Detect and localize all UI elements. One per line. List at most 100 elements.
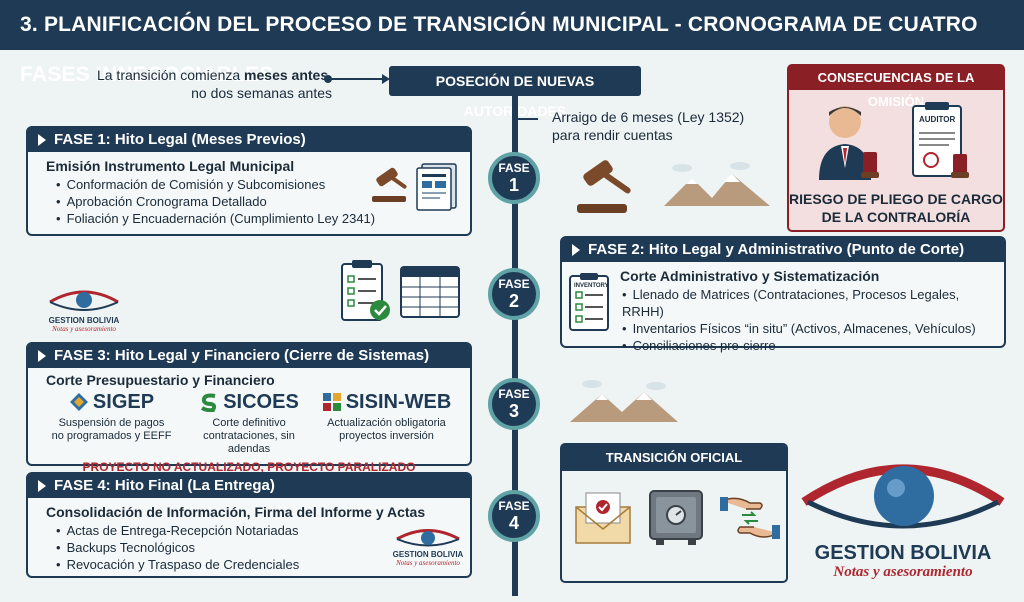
intro-text: La transición comienza	[96, 67, 245, 83]
service-desc-line: contrataciones, sin adendas	[203, 430, 295, 455]
consecuencias-label-line: RIESGO DE PLIEGO DE CARGO	[789, 191, 1003, 207]
arraigo-note: Arraigo de 6 meses (Ley 1352) para rendi…	[552, 108, 782, 144]
list-item: Revocación y Traspaso de Credenciales	[56, 556, 470, 573]
list-item: Conciliaciones pre-cierre	[622, 337, 1004, 354]
timeline-line	[512, 96, 518, 596]
phase-circle-3: FASE 3	[488, 378, 540, 430]
arrow-line	[328, 78, 386, 80]
sisin-logo-icon	[322, 393, 341, 411]
service-name: SICOES	[223, 390, 299, 413]
official-person-icon	[817, 102, 887, 182]
triangle-icon	[572, 244, 580, 257]
intro-note: La transición comienza meses antes, no d…	[70, 66, 332, 102]
fase1-card: FASE 1: Hito Legal (Meses Previos) Emisi…	[26, 126, 472, 236]
service-name: SISIN-WEB	[345, 390, 452, 413]
brand-tagline-small: Notas y asesoramiento	[396, 559, 460, 567]
consecuencias-header: CONSECUENCIAS DE LA OMISIÓN	[789, 66, 1003, 109]
safe-icon	[648, 489, 704, 547]
phase-circle-number: 2	[508, 290, 519, 311]
eye-icon	[801, 464, 1005, 529]
service-desc-line: Actualización obligatoria	[327, 417, 446, 429]
fase2-header: FASE 2: Hito Legal y Administrativo (Pun…	[562, 238, 1004, 262]
sigep-logo-icon	[69, 393, 88, 411]
fase2-card: FASE 2: Hito Legal y Administrativo (Pun…	[560, 236, 1006, 353]
document-icon	[414, 162, 460, 212]
fase4-header-text: FASE 4: Hito Final (La Entrega)	[54, 477, 275, 494]
phase-circle-label: FASE	[498, 276, 530, 291]
brand-name: GESTION BOLIVIA	[814, 542, 992, 564]
transicion-box: TRANSICIÓN OFICIAL	[560, 443, 788, 583]
list-item: Conformación de Comisión y Subcomisiones	[56, 176, 470, 193]
fase3-alert: PROYECTO NO ACTUALIZADO, PROYECTO PARALI…	[82, 460, 416, 474]
eye-icon	[396, 529, 460, 547]
gavel-icon	[368, 164, 412, 204]
phase-circle-label: FASE	[498, 160, 530, 175]
list-item: Backups Tecnológicos	[56, 539, 470, 556]
intro-emphasis: meses antes	[244, 67, 329, 83]
gavel-icon	[575, 158, 639, 216]
brand-logo-small: GESTION BOLIVIA Notas y asesoramiento	[388, 526, 468, 567]
envelope-icon	[574, 489, 632, 545]
list-item: Foliación y Encuadernación (Cumplimiento…	[56, 210, 470, 227]
phase-circle-2: FASE 2	[488, 268, 540, 320]
checklist-icon	[338, 258, 394, 324]
mountain-icon	[568, 376, 680, 426]
transicion-header: TRANSICIÓN OFICIAL	[562, 445, 786, 471]
service-desc-line: Corte definitivo	[212, 417, 286, 429]
fase2-header-text: FASE 2: Hito Legal y Administrativo (Pun…	[588, 241, 965, 258]
inventory-icon: INVENTORY	[568, 272, 612, 332]
fase4-subtitle: Consolidación de Información, Firma del …	[46, 504, 426, 520]
service-name: SIGEP	[92, 390, 155, 413]
triangle-icon	[38, 480, 46, 493]
service-desc-line: no programados y EEFF	[51, 430, 172, 442]
service-desc-line: proyectos inversión	[339, 430, 434, 442]
posesion-label: POSECIÓN DE NUEVAS AUTORIDADES	[389, 66, 641, 119]
eye-icon	[49, 290, 119, 311]
consecuencias-box: CONSECUENCIAS DE LA OMISIÓN	[787, 64, 1005, 232]
phase-circle-number: 1	[508, 174, 519, 195]
arrow-head	[382, 74, 390, 84]
fase4-list: Actas de Entrega-Recepción Notariadas Ba…	[56, 522, 470, 573]
sicoes-logo-icon	[201, 393, 217, 412]
phase-circle-4: FASE 4	[488, 490, 540, 542]
fase3-subtitle: Corte Presupuestario y Financiero	[46, 372, 275, 388]
triangle-icon	[38, 134, 46, 147]
brand-logo-small: GESTION BOLIVIA Notas y asesoramiento	[46, 286, 122, 333]
fase3-header-text: FASE 3: Hito Legal y Financiero (Cierre …	[54, 347, 430, 364]
brand-logo: GESTION BOLIVIA Notas y asesoramiento	[798, 450, 1008, 590]
brand-tagline: Notas y asesoramiento	[833, 564, 973, 580]
fase1-subtitle: Emisión Instrumento Legal Municipal	[46, 158, 295, 174]
service-desc-line: Suspensión de pagos	[58, 417, 165, 429]
list-item: Aprobación Cronograma Detallado	[56, 193, 470, 210]
auditor-label: AUDITOR	[919, 115, 956, 124]
fase3-card: FASE 3: Hito Legal y Financiero (Cierre …	[26, 342, 472, 474]
fase2-subtitle: Corte Administrativo y Sistematización	[620, 268, 880, 284]
arraigo-line-2: para rendir cuentas	[552, 127, 673, 143]
brand-name-small: GESTION BOLIVIA	[48, 316, 120, 325]
mountain-icon	[662, 160, 772, 210]
consecuencias-label-line: DE LA CONTRALORÍA	[821, 209, 971, 225]
list-item: Llenado de Matrices (Contrataciones, Pro…	[622, 286, 1004, 320]
phase-circle-label: FASE	[498, 498, 530, 513]
fase1-header: FASE 1: Hito Legal (Meses Previos)	[28, 128, 470, 152]
brand-name-small: GESTION BOLIVIA	[392, 550, 464, 559]
triangle-icon	[38, 350, 46, 363]
auditor-document-icon: AUDITOR	[911, 100, 973, 182]
page-title: 3. PLANIFICACIÓN DEL PROCESO DE TRANSICI…	[0, 0, 1024, 86]
inventory-label: INVENTORY	[574, 283, 609, 289]
spreadsheet-icon	[400, 266, 460, 318]
fase4-card: FASE 4: Hito Final (La Entrega) Consolid…	[26, 472, 472, 578]
list-item: Inventarios Físicos “in situ” (Activos, …	[622, 320, 1004, 337]
phase-circle-number: 4	[508, 512, 519, 533]
fase2-list: Llenado de Matrices (Contrataciones, Pro…	[622, 286, 1004, 354]
fase3-header: FASE 3: Hito Legal y Financiero (Cierre …	[28, 344, 470, 368]
fase1-header-text: FASE 1: Hito Legal (Meses Previos)	[54, 131, 306, 148]
brand-tagline-small: Notas y asesoramiento	[52, 325, 116, 333]
fase4-header: FASE 4: Hito Final (La Entrega)	[28, 474, 470, 498]
